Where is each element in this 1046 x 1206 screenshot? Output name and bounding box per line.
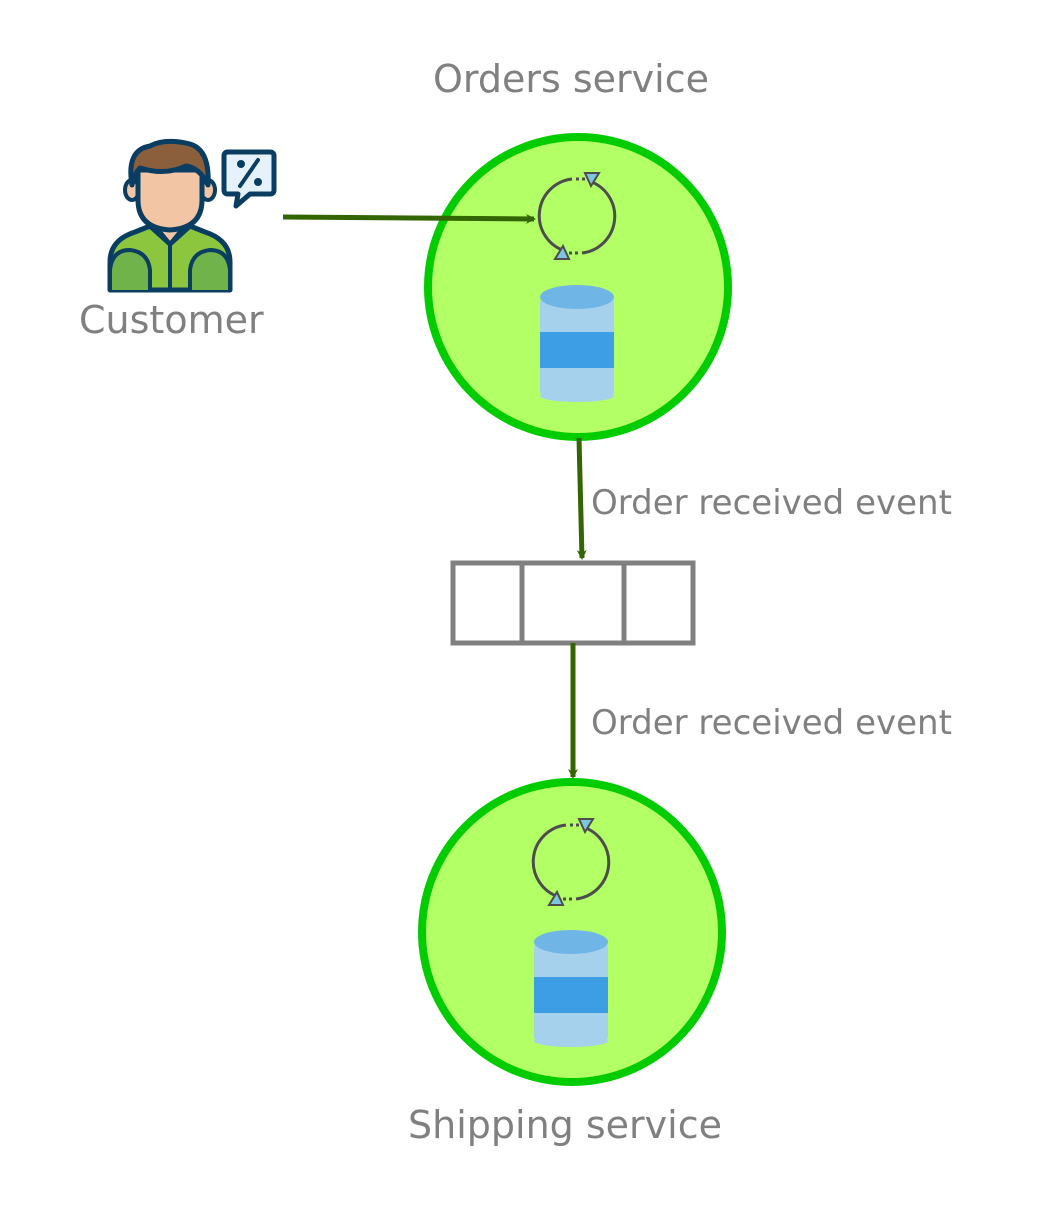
message-queue-icon[interactable] bbox=[450, 560, 696, 646]
database-icon bbox=[540, 285, 614, 402]
shipping-service-node[interactable] bbox=[418, 778, 726, 1086]
edge-orders-to-queue[interactable] bbox=[576, 437, 587, 560]
edge-label-orders-to-queue: Order received event bbox=[591, 483, 952, 523]
database-icon bbox=[534, 930, 608, 1047]
customer-icon[interactable] bbox=[107, 138, 277, 293]
orders-service-title: Orders service bbox=[433, 57, 709, 101]
shipping-service-title: Shipping service bbox=[408, 1103, 722, 1147]
edge-label-queue-to-shipping: Order received event bbox=[591, 703, 952, 743]
edge-customer-to-orders[interactable] bbox=[282, 213, 536, 224]
orders-service-node[interactable] bbox=[424, 133, 732, 441]
discount-chat-icon bbox=[221, 149, 277, 209]
customer-label: Customer bbox=[79, 298, 264, 342]
